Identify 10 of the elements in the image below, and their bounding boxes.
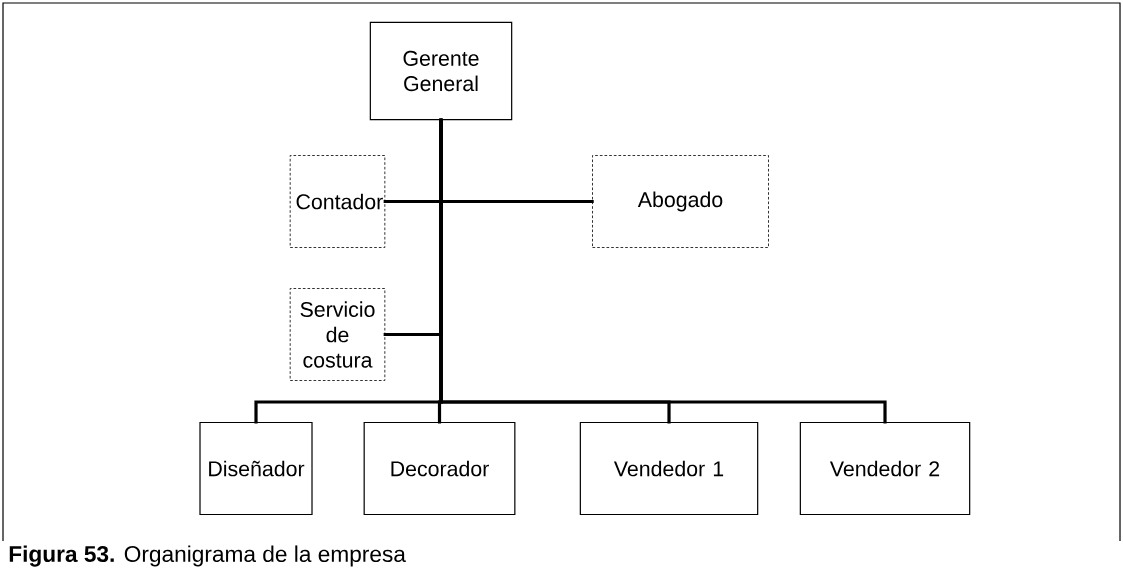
advisor-box: Servicio de costura — [289, 288, 386, 381]
position-box: Decorador — [363, 421, 516, 516]
connector-line — [439, 118, 887, 424]
position-box: Vendedor 2 — [799, 421, 971, 516]
advisor-box: Contador — [289, 155, 386, 248]
position-box: Gerente General — [369, 21, 513, 121]
position-box: Vendedor 1 — [579, 421, 759, 516]
position-box: Diseñador — [199, 421, 313, 516]
figure-caption: Figura 53. Organigrama de la empresa — [9, 545, 406, 567]
advisor-box: Abogado — [592, 155, 769, 248]
